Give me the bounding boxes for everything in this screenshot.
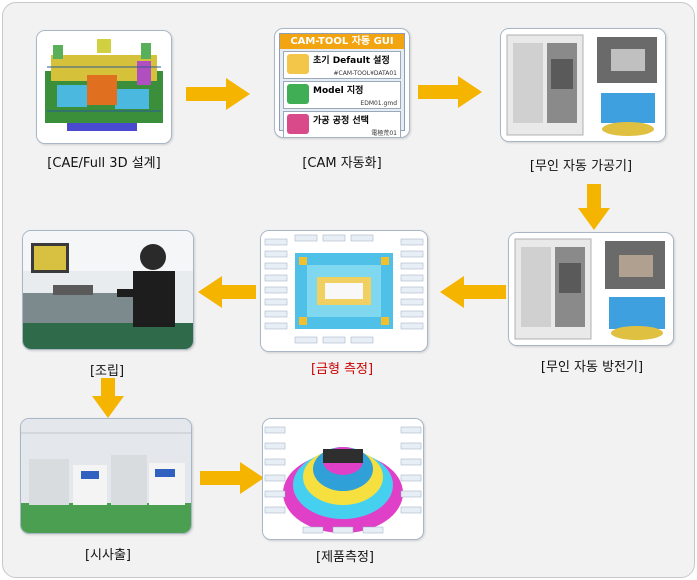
process-icon bbox=[287, 114, 309, 134]
product-measurement-image bbox=[262, 418, 424, 540]
gui-row-sub: #CAM-TOOL¥DATA01 bbox=[333, 70, 397, 77]
gui-row-process: 가공 공정 선택 電極荒01 bbox=[283, 111, 401, 137]
model-icon bbox=[287, 84, 309, 104]
arrow-mold-measure-to-assembly bbox=[198, 276, 256, 308]
caption-mold-measurement: [금형 측정] bbox=[310, 362, 374, 377]
gui-row-label: 초기 Default 설정 bbox=[313, 56, 390, 66]
folder-icon bbox=[287, 54, 309, 74]
arrow-cae-to-cam bbox=[186, 78, 250, 110]
cam-tool-gui-panel: CAM-TOOL 자동 GUI 초기 Default 설정 #CAM-TOOL¥… bbox=[279, 33, 405, 137]
caption-cae-design: [CAE/Full 3D 설계] bbox=[47, 156, 161, 171]
gui-row-label: 가공 공정 선택 bbox=[313, 116, 369, 126]
gui-row-sub: 電極荒01 bbox=[371, 130, 397, 137]
unmanned-machining-image bbox=[500, 28, 666, 142]
gui-row-sub: EDM01.gmd bbox=[360, 100, 397, 107]
gui-row-model: Model 지정 EDM01.gmd bbox=[283, 81, 401, 109]
cam-automation-image: CAM-TOOL 자동 GUI 초기 Default 설정 #CAM-TOOL¥… bbox=[274, 28, 410, 138]
assembly-image bbox=[22, 230, 194, 350]
unmanned-edm-image bbox=[508, 232, 674, 346]
caption-unmanned-edm: [무인 자동 방전기] bbox=[540, 360, 644, 375]
gui-row-default-setting: 초기 Default 설정 #CAM-TOOL¥DATA01 bbox=[283, 51, 401, 79]
caption-assembly: [조립] bbox=[89, 364, 125, 379]
caption-cam-automation: [CAM 자동화] bbox=[302, 156, 382, 171]
arrow-edm-to-mold-measure bbox=[440, 276, 506, 308]
arrow-machining-to-edm bbox=[578, 184, 610, 230]
cae-design-image bbox=[36, 30, 172, 144]
caption-unmanned-machining: [무인 자동 가공기] bbox=[529, 159, 633, 174]
trial-injection-image bbox=[20, 418, 192, 534]
caption-product-measurement: [제품측정] bbox=[316, 550, 374, 565]
arrow-cam-to-machining bbox=[418, 76, 482, 108]
gui-row-label: Model 지정 bbox=[313, 86, 364, 96]
mold-measurement-image bbox=[260, 230, 428, 352]
arrow-assembly-to-trial bbox=[92, 378, 124, 418]
cam-tool-gui-title: CAM-TOOL 자동 GUI bbox=[280, 34, 404, 49]
caption-trial-injection: [시사출] bbox=[84, 548, 132, 563]
arrow-trial-to-product-measure bbox=[200, 462, 264, 494]
